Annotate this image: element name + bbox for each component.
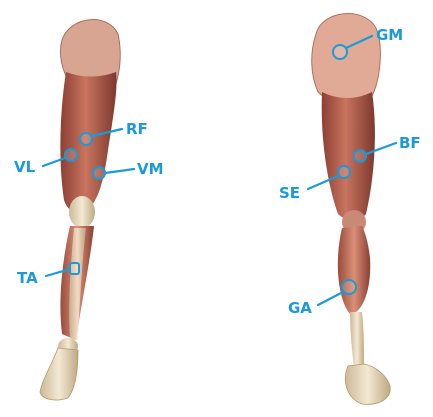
back-leg-illustration	[312, 14, 390, 405]
back-calf	[338, 226, 370, 314]
se-label: SE	[279, 184, 300, 202]
vm-electrode-marker	[93, 167, 105, 179]
back-achilles	[350, 312, 364, 368]
front-knee	[69, 196, 95, 228]
gm-label: GM	[376, 26, 403, 44]
gm-electrode-marker	[333, 45, 347, 59]
vm-leader-line	[105, 169, 134, 173]
ga-electrode-marker	[342, 280, 356, 294]
rf-label: RF	[126, 120, 148, 138]
ga-label: GA	[288, 299, 312, 317]
bf-electrode-marker	[354, 150, 366, 162]
back-gluteus	[312, 14, 381, 102]
ta-electrode-marker	[70, 263, 79, 274]
front-leg-illustration	[40, 20, 120, 400]
vl-label: VL	[14, 158, 36, 176]
ta-label: TA	[17, 269, 38, 287]
front-foot	[40, 348, 78, 400]
vm-label: VM	[137, 160, 164, 178]
bf-label: BF	[399, 134, 421, 152]
ga-leader-line	[318, 292, 343, 305]
rf-electrode-marker	[80, 133, 92, 145]
se-electrode-marker	[338, 166, 350, 178]
back-foot	[345, 364, 390, 404]
vl-electrode-marker	[65, 149, 77, 161]
